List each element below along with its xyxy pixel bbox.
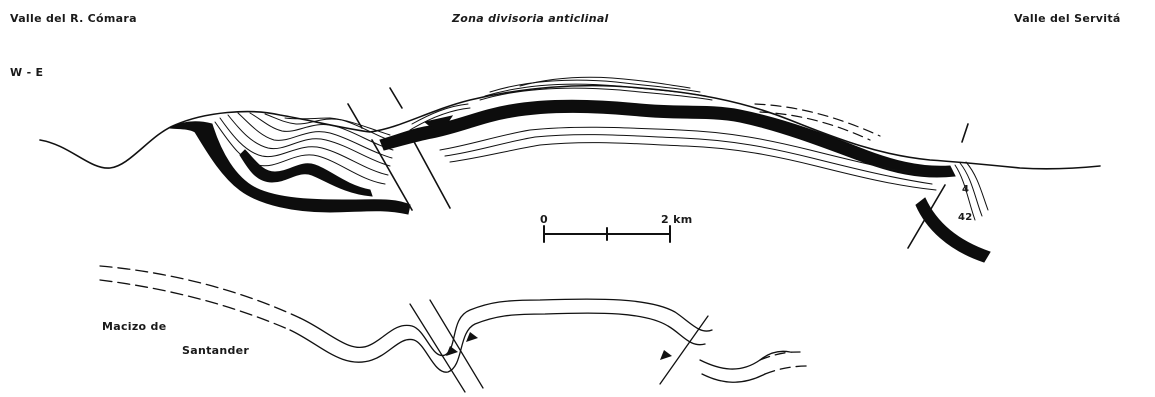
western-syncline-inner-bed — [240, 150, 372, 196]
fault-east-upper — [962, 124, 968, 142]
fault-arrow-left — [446, 346, 458, 356]
scale-bar — [544, 226, 670, 242]
fault-upper-right — [390, 88, 402, 108]
lower-schematic-section — [100, 266, 808, 392]
fault-lower-right — [412, 138, 450, 208]
central-black-bed — [380, 100, 955, 177]
central-fold-strata — [410, 77, 936, 190]
eastern-fold-strata — [955, 162, 988, 220]
western-syncline-black-bed — [170, 122, 410, 214]
fault-arrow-middle — [466, 332, 478, 342]
fault-arrow-right — [660, 350, 672, 360]
